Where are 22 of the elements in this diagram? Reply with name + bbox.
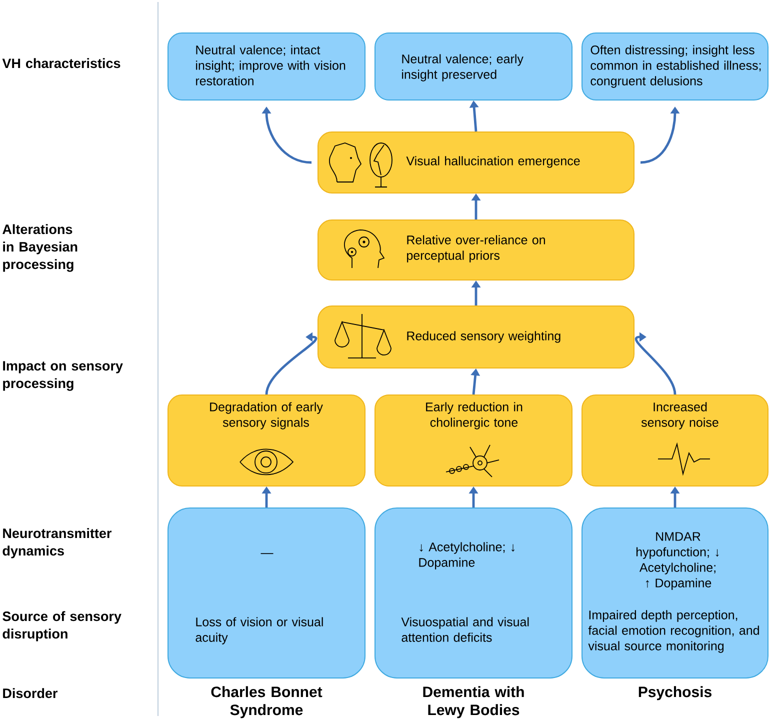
process-box: Relative over-reliance on perceptual priors [318, 220, 634, 280]
characteristic-box: Often distressing; insight less common in established illness; congruent delusions [582, 32, 768, 100]
disorder-name: Dementia with Lewy Bodies [423, 686, 524, 718]
disorder-name: Psychosis [638, 686, 712, 700]
row-label: Alterations in Bayesian processing [2, 224, 78, 272]
row-label: Impact on sensory processing [3, 361, 123, 391]
process-box: Visual hallucination emergence [318, 132, 634, 194]
process-box: Increased sensory noise [582, 394, 768, 486]
process-box: Degradation of early sensory signals [168, 394, 366, 486]
process-box: Early reduction in cholinergic tone [374, 394, 572, 486]
disorder-column-box: ↓ Acetylcholine; ↓ Dopamine Visuospatial and visual attention deficits [374, 507, 572, 678]
disorder-column-box: NMDAR hypofunction; ↓ Acetylcholine; ↑ Dopamine Impaired depth perception, facial emotion recognition, and visual source monitoring [582, 507, 768, 678]
arrow [635, 332, 676, 395]
row-label: Source of sensory disruption [2, 611, 122, 642]
characteristic-box: Neutral valence; early insight preserved [374, 32, 572, 100]
characteristic-box: Neutral valence; intact insight; improve with vision restoration [168, 32, 366, 100]
row-label: VH characteristics [2, 58, 120, 68]
row-label: Neurotransmitter dynamics [2, 528, 112, 558]
disorder-name: Charles Bonnet Syndrome [211, 686, 322, 718]
row-label: Disorder [3, 688, 58, 698]
process-box: Reduced sensory weighting [318, 306, 634, 368]
disorder-column-box: — Loss of vision or visual acuity [168, 507, 366, 678]
